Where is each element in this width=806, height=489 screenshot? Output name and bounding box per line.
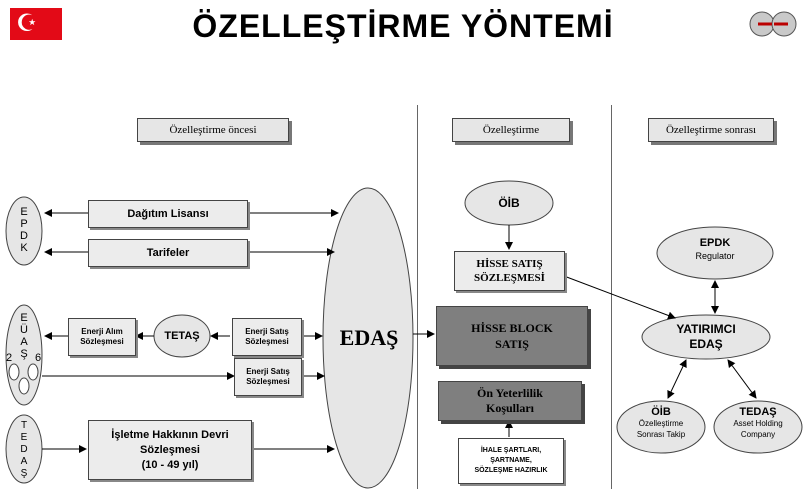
oib-label: ÖİB: [498, 196, 520, 210]
edas-label: EDAŞ: [339, 325, 399, 350]
section-separator: [417, 105, 418, 489]
section-separator: [611, 105, 612, 489]
tetas-label: TETAŞ: [164, 330, 200, 342]
header-before: Özelleştirme öncesi: [137, 118, 289, 142]
operating-rights-box: İşletme Hakkının Devri Sözleşmesi (10 - …: [88, 420, 252, 480]
prequalification-box: Ön Yeterlilik Koşulları: [438, 381, 582, 421]
page-title: ÖZELLEŞTİRME YÖNTEMİ: [192, 8, 614, 44]
header-during: Özelleştirme: [452, 118, 570, 142]
epdk-regulator-ellipse: [656, 226, 774, 280]
investor-ellipse: [641, 314, 771, 360]
tender-prep-box: İHALE ŞARTLARI, ŞARTNAME, SÖZLEŞME HAZIR…: [458, 438, 564, 484]
epdk-regulator-label: EPDK Regulator: [695, 237, 735, 261]
energy-sales-box-2: Enerji Satış Sözleşmesi: [234, 358, 302, 396]
epdk-ellipse: [5, 196, 43, 266]
tedas-after-ellipse: [713, 400, 803, 454]
company-logo-icon: [749, 11, 797, 37]
investor-label: YATIRIMCI EDAŞ: [676, 322, 736, 351]
energy-purchase-box: Enerji Alım Sözleşmesi: [68, 318, 136, 356]
oib-after-label: ÖİB Özelleştirme Sonrası Takip: [636, 406, 686, 439]
energy-sales-box-1: Enerji Satış Sözleşmesi: [232, 318, 302, 356]
turkish-flag-icon: ☪: [10, 8, 62, 40]
header-after: Özelleştirme sonrası: [648, 118, 774, 142]
tariffs-box: Tarifeler: [88, 239, 248, 267]
tedas-after-label: TEDAŞ Asset Holding Company: [733, 406, 783, 439]
share-agreement-box: HİSSE SATIŞ SÖZLEŞMESİ: [454, 251, 565, 291]
oib-after-ellipse: [616, 400, 706, 454]
euas-number-6: 6: [35, 352, 42, 364]
license-box: Dağıtım Lisansı: [88, 200, 248, 228]
edas-ellipse: [322, 187, 414, 489]
euas-number-2: 2: [6, 352, 13, 364]
block-sale-box: HİSSE BLOCK SATIŞ: [436, 306, 588, 366]
